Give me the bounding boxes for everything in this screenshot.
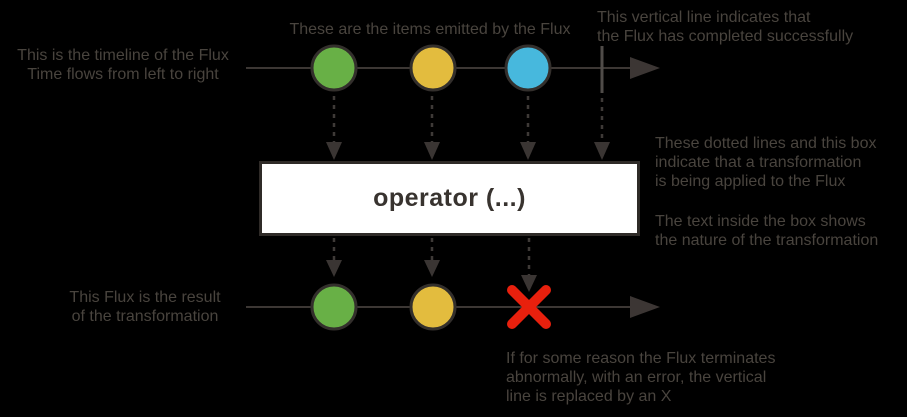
marble-result-green: [310, 283, 358, 331]
arrowhead-icon: [630, 296, 660, 318]
dashed-arrows-into-box: [326, 96, 610, 160]
annotation-result-flux: This Flux is the result of the transform…: [69, 289, 221, 325]
dashed-arrowhead-icon: [520, 142, 536, 160]
dashed-arrowhead-icon: [326, 142, 342, 160]
dashed-arrowhead-icon: [424, 142, 440, 160]
result-timeline: [246, 283, 660, 331]
marble-result-yellow: [409, 283, 457, 331]
annotation-items-emitted: These are the items emitted by the Flux: [289, 21, 571, 38]
annotation-timeline-top: This is the timeline of the Flux Time fl…: [17, 47, 229, 83]
dashed-arrowhead-icon: [521, 275, 537, 292]
annotation-error: If for some reason the Flux terminates a…: [506, 350, 776, 405]
marble-source-blue: [504, 44, 552, 92]
error-x-icon: [507, 285, 551, 329]
marble-source-yellow: [409, 44, 457, 92]
annotation-transformation: These dotted lines and this box indicate…: [655, 135, 877, 190]
annotation-completion: This vertical line indicates that the Fl…: [597, 9, 854, 45]
source-timeline: [246, 44, 660, 93]
arrowhead-icon: [630, 57, 660, 79]
dashed-arrowhead-icon: [594, 142, 610, 160]
dashed-arrowhead-icon: [424, 260, 440, 277]
dashed-arrowhead-icon: [326, 260, 342, 277]
operator-box: operator (...): [259, 161, 640, 236]
marble-source-green: [310, 44, 358, 92]
operator-label: operator (...): [373, 184, 526, 212]
annotation-box-text: The text inside the box shows the nature…: [655, 213, 879, 249]
dashed-arrows-out-of-box: [326, 238, 537, 292]
